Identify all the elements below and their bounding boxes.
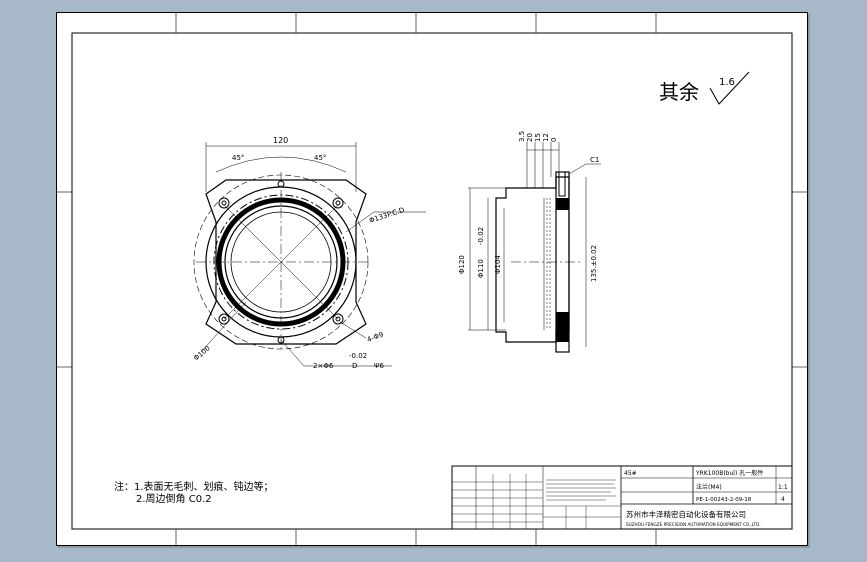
title-drawing-name: YRK100B(bul) 孔一般件 <box>695 469 763 477</box>
dim-holes: 4-Φ9 <box>366 331 385 344</box>
title-block <box>451 465 793 530</box>
dim-pcd: Φ133P.C.D <box>368 206 405 225</box>
inner-border <box>71 32 793 530</box>
engineering-drawing: 其余 1.6 <box>56 12 808 546</box>
side-dim-3: 12 <box>542 133 550 142</box>
side-dim-2: 15 <box>534 133 542 142</box>
side-dia-110-tol: -0.02 <box>477 227 485 245</box>
dim-pin-depth: Ψ6 <box>374 362 385 370</box>
dim-pin: 2×Φ6 <box>313 362 334 370</box>
note-line-2: 2.周边倒角 C0.2 <box>136 493 212 505</box>
side-chamfer: C1 <box>590 156 599 164</box>
side-dia-110: Φ110 <box>477 259 485 278</box>
zone-ticks <box>56 12 808 546</box>
title-sheet: 4 <box>781 496 785 503</box>
note-line-1: 注：1.表面无毛刺、划痕、钝边等； <box>114 480 274 493</box>
title-block-text: YRK100B(bul) 孔一般件 法兰(M4) PE-1-00243-2-09… <box>624 469 788 527</box>
dim-angle-left: 45° <box>232 154 244 162</box>
notes: 注：1.表面无毛刺、划痕、钝边等； 2.周边倒角 C0.2 <box>114 480 274 505</box>
roughness-value: 1.6 <box>719 77 735 88</box>
side-view: 3.5 20 15 12 0 C1 Φ120 Φ110 -0.02 Φ104 1… <box>458 131 601 353</box>
drawing-sheet: 其余 1.6 <box>56 12 808 546</box>
flange-outline <box>205 179 367 345</box>
title-material: 45# <box>624 470 637 477</box>
dim-pin-datum: D <box>352 362 357 370</box>
roughness-label: 其余 <box>659 80 699 104</box>
dim-width: 120 <box>273 136 288 145</box>
outer-border <box>56 12 808 546</box>
title-company-en: SUZHOU FENGZE PRECISION AUTOMATION EQUIP… <box>626 522 761 527</box>
dim-pin-tol: -0.02 <box>349 352 367 360</box>
side-dia-120: Φ120 <box>458 255 466 274</box>
title-drawing-no: PE-1-00243-2-09-18 <box>696 497 752 503</box>
dim-center: Φ100 <box>192 344 212 362</box>
title-scale: 1:1 <box>778 484 788 491</box>
front-view: 120 45° 45° Φ133P.C.D 4-Φ9 Φ100 2×Φ6 -0.… <box>192 136 426 370</box>
title-company-cn: 苏州市丰泽精密自动化设备有限公司 <box>626 509 746 519</box>
dim-angle-right: 45° <box>314 154 326 162</box>
side-dia-104: Φ104 <box>494 255 502 274</box>
side-dim-1: 20 <box>526 133 534 142</box>
side-dim-0: 3.5 <box>518 131 526 142</box>
bolt-holes <box>218 197 344 325</box>
roughness-symbol: 其余 1.6 <box>659 71 750 105</box>
side-dia-135: 135.±0.02 <box>590 245 598 282</box>
title-part-name: 法兰(M4) <box>696 483 722 491</box>
side-dim-4: 0 <box>550 138 558 142</box>
